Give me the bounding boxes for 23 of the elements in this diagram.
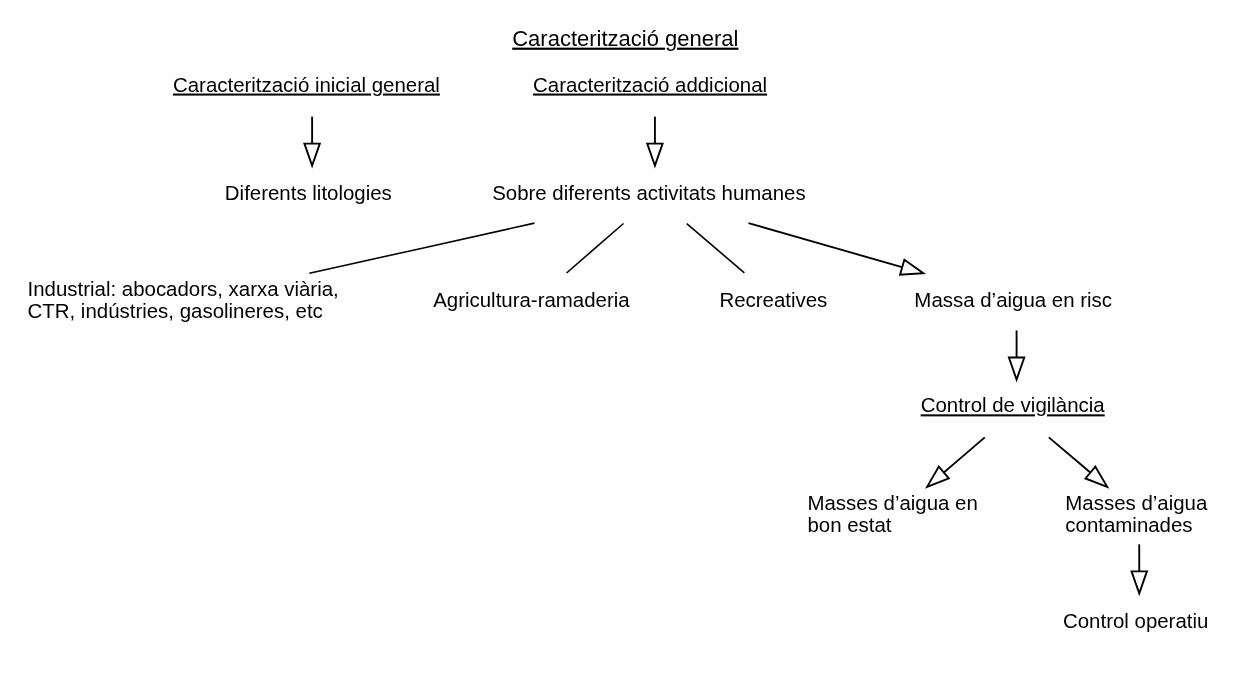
connector xyxy=(565,222,625,274)
connector xyxy=(308,221,536,274)
node-text: Massa d’aigua en risc xyxy=(914,287,1113,311)
arrow xyxy=(645,115,664,169)
node-text: Control de vigilància xyxy=(920,392,1105,416)
node-text: Diferents litologies xyxy=(224,180,392,204)
arrow xyxy=(747,221,927,276)
connector xyxy=(685,222,746,274)
arrow xyxy=(303,115,322,169)
node-text: Masses d’aigua contaminades xyxy=(1065,490,1208,536)
arrow xyxy=(1130,542,1149,596)
node-text: Recreatives xyxy=(719,287,828,311)
node-text: Industrial: abocadors, xarxa viària, CTR, indústries, gasolineres, etc xyxy=(27,276,339,322)
arrow xyxy=(1007,329,1026,382)
arrow xyxy=(924,435,986,489)
node-text: Caracterització addicional xyxy=(533,72,768,96)
node-text: Agricultura-ramaderia xyxy=(433,287,630,311)
node-text: Control operatiu xyxy=(1062,608,1209,632)
node-text: Caracterització inicial general xyxy=(172,72,440,96)
diagram-title: Caracterització general xyxy=(512,25,739,51)
arrow xyxy=(1047,435,1110,489)
node-text: Masses d’aigua en bon estat xyxy=(807,490,978,536)
node-text: Sobre diferents activitats humanes xyxy=(492,180,806,204)
